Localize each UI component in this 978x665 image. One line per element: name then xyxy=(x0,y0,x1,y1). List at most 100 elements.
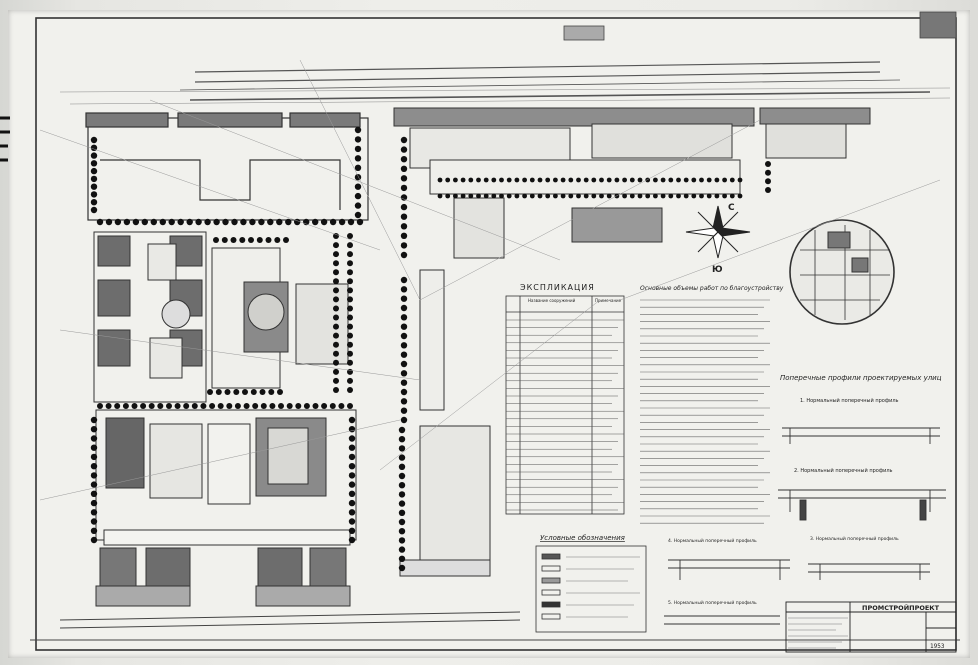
tree xyxy=(683,177,689,183)
tree xyxy=(354,136,362,143)
tree xyxy=(333,368,339,375)
north-left-block xyxy=(85,112,369,221)
tree xyxy=(356,218,364,226)
tree xyxy=(333,242,339,249)
tree xyxy=(676,193,681,199)
title-block xyxy=(785,601,957,653)
tree xyxy=(400,295,408,302)
tree xyxy=(400,213,408,220)
tree xyxy=(234,403,241,409)
tree xyxy=(506,193,512,199)
tree xyxy=(765,169,771,176)
tree xyxy=(400,156,408,163)
tree xyxy=(706,193,712,199)
tree xyxy=(622,193,627,199)
tree xyxy=(303,218,310,226)
tree xyxy=(150,218,157,226)
tree xyxy=(213,218,220,226)
tree xyxy=(333,350,339,357)
works-title: Основные объемы работ по благоустройству xyxy=(640,285,784,292)
tree xyxy=(354,145,362,153)
tree xyxy=(250,389,257,395)
tree xyxy=(347,260,353,267)
tree xyxy=(333,314,339,321)
tree xyxy=(333,377,339,384)
tree xyxy=(398,482,406,489)
tree xyxy=(398,518,406,526)
tree xyxy=(354,126,362,134)
tree xyxy=(347,287,353,294)
tree xyxy=(105,218,113,226)
tree xyxy=(729,177,735,183)
tree xyxy=(231,218,238,226)
tree xyxy=(400,370,408,377)
tree xyxy=(347,251,353,258)
tree xyxy=(348,416,356,424)
tree xyxy=(765,161,771,167)
tree xyxy=(476,177,481,183)
tree xyxy=(683,193,689,199)
tree xyxy=(714,177,720,183)
tree xyxy=(105,403,112,409)
tree xyxy=(213,237,219,243)
tree xyxy=(506,177,512,183)
compass-rose xyxy=(685,205,751,259)
tree xyxy=(283,237,289,243)
tree xyxy=(148,403,155,409)
tree xyxy=(347,233,353,239)
tree xyxy=(303,403,310,409)
tree xyxy=(522,177,527,183)
tree xyxy=(660,177,666,183)
tree xyxy=(312,403,319,409)
tree xyxy=(722,177,727,183)
tree xyxy=(90,499,98,507)
tree xyxy=(222,218,229,226)
tree xyxy=(737,193,743,199)
tree xyxy=(400,332,408,340)
title-block-rows xyxy=(788,617,848,649)
tree xyxy=(348,509,356,516)
tree xyxy=(348,426,356,433)
tree xyxy=(400,360,408,368)
tree xyxy=(629,193,635,199)
tree xyxy=(90,160,98,167)
tree xyxy=(295,403,302,409)
tree xyxy=(333,323,339,330)
tree xyxy=(645,193,651,199)
profile-label-3: 3. Нормальный поперечный профиль xyxy=(810,535,899,542)
tree xyxy=(90,206,98,214)
tree xyxy=(242,389,248,395)
margin-ticks xyxy=(0,116,10,162)
tree xyxy=(123,218,131,226)
tree xyxy=(274,237,281,243)
tree xyxy=(338,403,345,409)
east-buildings xyxy=(393,107,871,577)
tree xyxy=(400,342,408,349)
bottom-street xyxy=(59,611,521,629)
works-list xyxy=(640,299,770,524)
tree xyxy=(460,193,466,199)
tree xyxy=(398,445,406,452)
tree xyxy=(400,251,408,259)
tree xyxy=(132,218,140,226)
tree xyxy=(348,463,356,470)
top-blocks xyxy=(563,11,957,41)
tree xyxy=(333,332,339,339)
tree xyxy=(347,350,353,357)
tree xyxy=(90,426,98,433)
tree xyxy=(243,403,250,409)
tree xyxy=(333,387,339,393)
tree xyxy=(204,218,211,226)
tree xyxy=(529,193,535,199)
tree xyxy=(348,453,356,461)
tree xyxy=(268,389,275,395)
tree xyxy=(398,546,406,553)
tree xyxy=(398,500,406,507)
tree xyxy=(252,403,259,409)
tree xyxy=(338,218,346,226)
tree xyxy=(333,305,339,312)
tree xyxy=(276,218,283,226)
tree xyxy=(348,536,356,544)
tree xyxy=(468,193,474,199)
tree xyxy=(224,389,231,395)
